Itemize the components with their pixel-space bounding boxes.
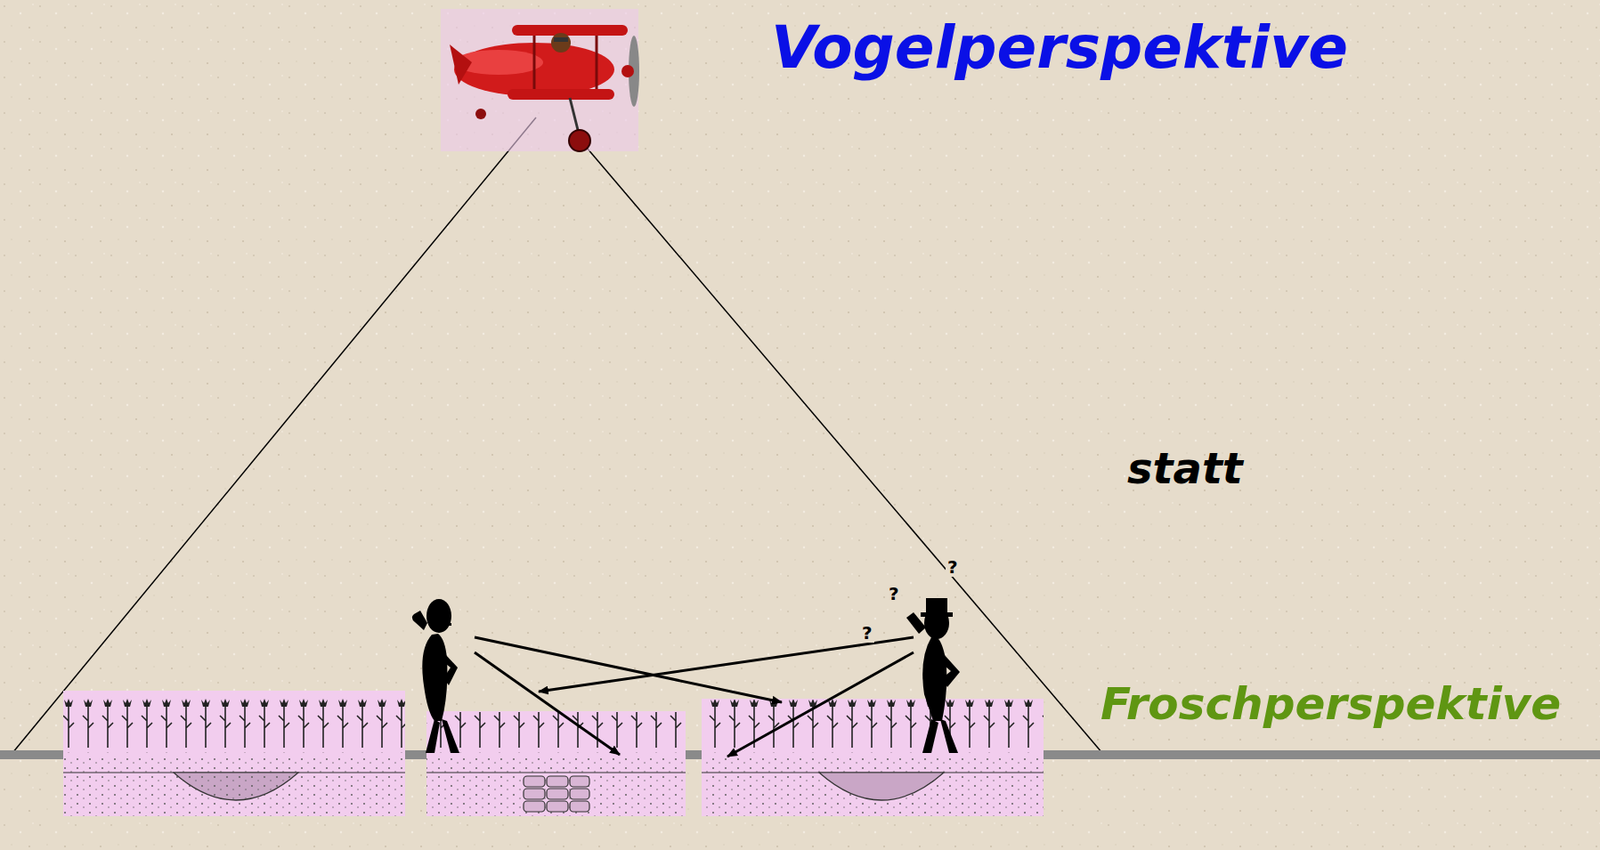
question-mark: ? [945, 557, 960, 577]
connector-word: statt [1127, 445, 1243, 493]
question-mark: ? [886, 584, 902, 604]
subtitle-text: Froschperspektive [1100, 680, 1561, 730]
title-text: Vogelperspektive [771, 16, 1349, 82]
question-mark: ? [860, 623, 875, 643]
